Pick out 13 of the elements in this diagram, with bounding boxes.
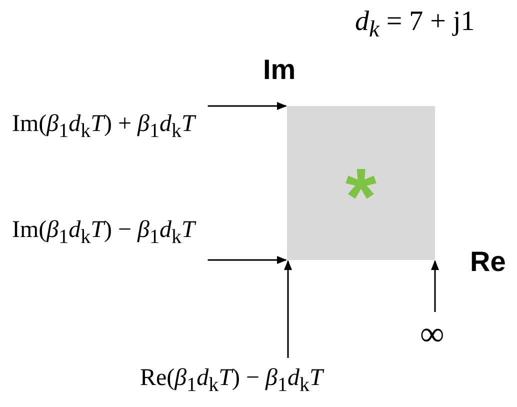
axis-label: Im [263,56,296,84]
expression-label: Re(β$_{1}$d$_{k}$T) − β$_{1}$d$_{k}$T [140,366,323,395]
expression-label: Im(β$_{1}$d$_{k}$T) − β$_{1}$d$_{k}$T [12,218,195,247]
arrow [208,102,287,110]
arrow [431,260,439,312]
arrow [284,260,292,358]
equation-label: d$_{k}$ = 7 + j1 [355,8,475,42]
infinity-label: ∞ [420,318,444,352]
axis-label: Re [470,248,506,276]
shaded-square [287,106,435,260]
expression-label: Im(β$_{1}$d$_{k}$T) + β$_{1}$d$_{k}$T [12,112,195,141]
asterisk-mark: * [345,157,377,237]
arrow [208,256,287,264]
